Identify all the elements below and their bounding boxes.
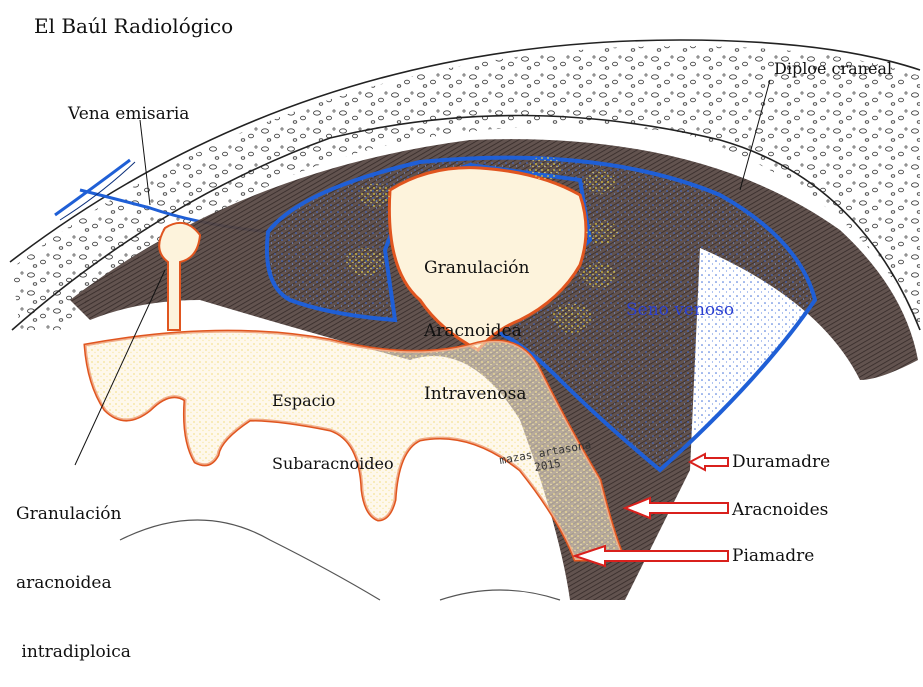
diagram-title: El Baúl Radiológico (34, 14, 234, 38)
diagram-drawing (9, 39, 921, 601)
label-line: Aracnoidea (424, 321, 522, 341)
label-line: Subaracnoideo (272, 454, 394, 473)
label-line: Granulación (424, 258, 530, 278)
label-line: intradiploica (16, 642, 131, 662)
label-line: Intravenosa (424, 384, 527, 404)
anatomy-diagram: El Baúl Radiológico Diploe craneal Vena … (9, 14, 921, 662)
label-vena-emisaria: Vena emisaria (68, 104, 190, 124)
skull-inner-table (11, 114, 921, 331)
venous-sinus (265, 155, 818, 473)
label-seno-venoso: Seno venoso (626, 300, 735, 320)
granulation-intravenous (387, 166, 588, 352)
arrows (571, 452, 729, 568)
skull-outer-table (9, 39, 921, 263)
label-granulacion-intravenosa: Granulación Aracnoidea Intravenosa (424, 216, 529, 426)
label-line: aracnoidea (16, 573, 112, 593)
label-espacio-subaracnoideo: Espacio Subaracnoideo (272, 348, 394, 495)
brain-surface (119, 519, 561, 601)
label-diploe: Diploe craneal (774, 59, 893, 78)
label-line: Granulación (16, 504, 122, 524)
label-granulacion-intradiploica: Granulación aracnoidea intradiploica (16, 457, 131, 687)
granulation-spots (345, 156, 618, 333)
label-piamadre: Piamadre (732, 546, 815, 566)
label-duramadre: Duramadre (732, 452, 831, 472)
leader-lines (74, 79, 771, 466)
diploe-bone (12, 46, 920, 330)
granulation-intradiploic (158, 221, 202, 331)
label-aracnoides: Aracnoides (732, 500, 829, 520)
label-line: Espacio (272, 391, 336, 410)
